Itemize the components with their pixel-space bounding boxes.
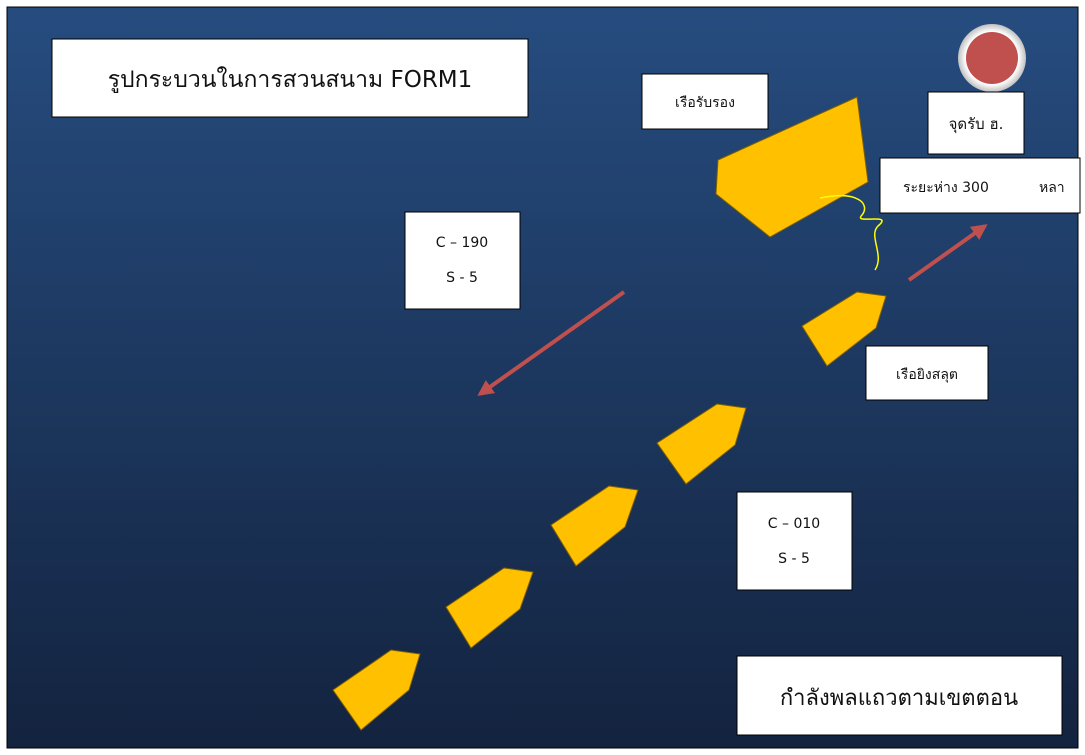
speed-value: S - 5 bbox=[778, 551, 810, 567]
formation-ship-icon bbox=[332, 649, 421, 731]
distance-unit: หลา bbox=[1039, 180, 1065, 196]
formation-label-box: กำลังพลแถวตามเขตตอน bbox=[736, 655, 1063, 736]
salute-ship-icon bbox=[801, 291, 887, 367]
course-box-010: C – 010 S - 5 bbox=[736, 491, 853, 591]
distance-label-box: ระยะห่าง 300 หลา bbox=[879, 157, 1081, 214]
escort-ship-label: เรือรับรอง bbox=[675, 95, 735, 111]
distance-brace bbox=[819, 195, 883, 271]
pickup-point-label: จุดรับ ฮ. bbox=[949, 115, 1004, 134]
speed-value: S - 5 bbox=[446, 270, 478, 286]
formation-label: กำลังพลแถวตามเขตตอน bbox=[780, 686, 1018, 711]
course-value: C – 190 bbox=[436, 235, 488, 251]
formation-ship-icon bbox=[656, 403, 747, 485]
distance-value: ระยะห่าง 300 bbox=[903, 180, 989, 196]
salute-ship-label: เรือยิงสลุต bbox=[896, 367, 958, 383]
formation-ship-icon bbox=[550, 485, 639, 567]
course-190-arrow bbox=[477, 290, 626, 396]
title-box: รูปกระบวนในการสวนสนาม FORM1 bbox=[51, 38, 529, 118]
pickup-point-marker bbox=[958, 24, 1026, 92]
formation-ship-icon bbox=[445, 567, 534, 649]
escort-ship-icon bbox=[715, 96, 869, 238]
pickup-point-label-box: จุดรับ ฮ. bbox=[927, 91, 1025, 155]
course-box-190: C – 190 S - 5 bbox=[404, 211, 521, 310]
course-value: C – 010 bbox=[768, 516, 820, 532]
course-010-arrow bbox=[907, 224, 988, 282]
salute-ship-label-box: เรือยิงสลุต bbox=[865, 345, 989, 401]
escort-ship-label-box: เรือรับรอง bbox=[641, 73, 769, 130]
page-title: รูปกระบวนในการสวนสนาม FORM1 bbox=[108, 66, 473, 93]
